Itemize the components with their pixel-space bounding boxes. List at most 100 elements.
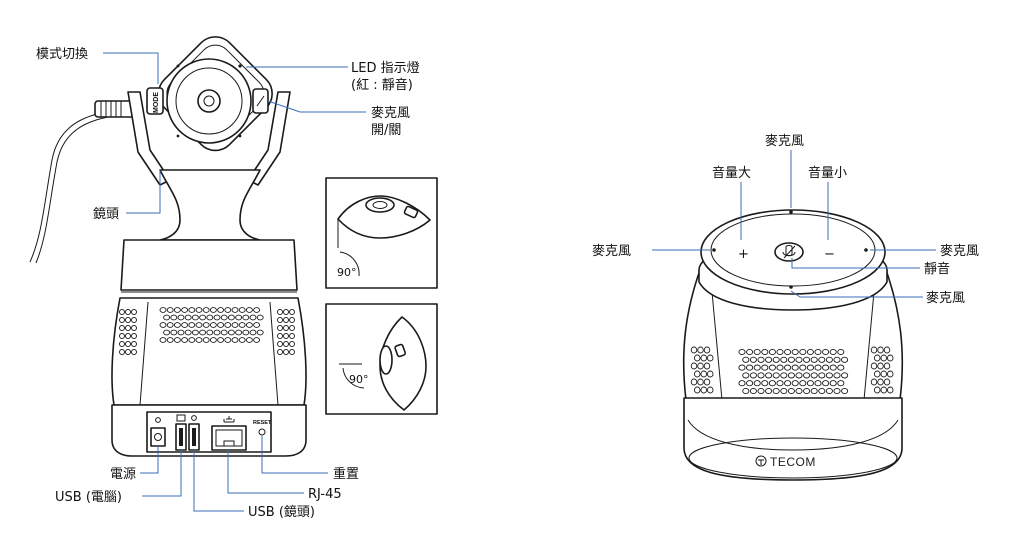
grille-hole xyxy=(119,324,125,332)
grille-hole xyxy=(703,378,711,386)
lens-label: 鏡頭 xyxy=(93,207,119,222)
grille-hole xyxy=(242,314,250,321)
grille-hole xyxy=(753,364,761,371)
grille-hole xyxy=(784,364,792,371)
grille-hole xyxy=(787,372,795,379)
grille-hole xyxy=(765,356,773,363)
grille-hole xyxy=(795,387,803,395)
usb-pc-label: USB (電腦) xyxy=(55,490,122,505)
mode-button[interactable]: MODE xyxy=(146,87,164,115)
grille-hole xyxy=(283,348,289,356)
grille-hole xyxy=(825,387,833,395)
tilt-inset-top: 90° xyxy=(325,177,438,289)
grille-hole xyxy=(837,364,845,371)
grille-hole xyxy=(746,348,754,356)
grille-hole xyxy=(822,348,830,356)
grille-hole xyxy=(803,387,811,395)
grille-hole xyxy=(249,329,257,336)
grille-hole xyxy=(170,314,178,321)
grille-hole xyxy=(277,332,283,340)
grille-hole xyxy=(795,372,803,379)
grille-hole xyxy=(289,324,295,332)
speakerphone-device: + − TECOM xyxy=(682,209,904,481)
grille-hole xyxy=(238,322,246,328)
grille-hole xyxy=(880,354,888,362)
grille-hole xyxy=(841,356,849,363)
grille-hole xyxy=(700,370,708,378)
grille-hole xyxy=(700,354,708,362)
mic-dot-front xyxy=(789,285,793,289)
mic-toggle-button[interactable] xyxy=(252,88,269,114)
grille-hole xyxy=(289,348,295,356)
grille-hole xyxy=(753,380,761,387)
grille-hole xyxy=(772,356,780,363)
power-label: 電源 xyxy=(110,467,136,482)
volume-down-button[interactable]: − xyxy=(824,247,835,262)
network-icon xyxy=(223,416,235,423)
tilt-angle-label-top: 90° xyxy=(337,266,357,279)
grille-hole xyxy=(131,340,137,348)
grille-hole xyxy=(780,372,788,379)
grille-hole xyxy=(159,337,167,343)
grille-hole xyxy=(803,356,811,363)
grille-hole xyxy=(795,356,803,363)
grille-hole xyxy=(772,387,780,395)
grille-hole xyxy=(874,370,881,378)
power-port[interactable] xyxy=(150,417,166,447)
grille-hole xyxy=(883,346,891,354)
grille-hole xyxy=(761,380,769,387)
rj45-port[interactable] xyxy=(211,416,247,451)
grille-hole xyxy=(188,337,196,343)
grille-hole xyxy=(202,337,210,343)
grille-hole xyxy=(283,316,289,324)
camera-neck xyxy=(159,169,261,241)
grille-hole xyxy=(231,322,239,328)
grille-hole xyxy=(757,387,765,395)
grille-hole xyxy=(195,337,203,343)
grille-hole xyxy=(690,378,698,386)
reset-label: 重置 xyxy=(333,466,359,482)
grille-hole xyxy=(227,329,235,336)
grille-hole xyxy=(814,380,822,387)
grille-hole xyxy=(690,362,698,370)
grille-hole xyxy=(887,386,894,394)
grille-hole xyxy=(209,337,217,343)
grille-hole xyxy=(181,322,189,328)
mute-button[interactable] xyxy=(774,242,804,262)
grille-hole xyxy=(874,386,881,394)
grille-hole xyxy=(170,329,178,336)
grille-hole xyxy=(277,348,283,356)
grille-hole xyxy=(791,380,799,387)
grille-hole xyxy=(224,337,232,343)
grille-hole xyxy=(277,324,283,332)
grille-hole xyxy=(768,364,776,371)
grille-hole xyxy=(791,348,799,356)
grille-hole xyxy=(125,348,131,356)
grille-hole xyxy=(181,337,189,343)
grille-hole xyxy=(806,348,814,356)
reset-button[interactable]: RESET xyxy=(253,420,272,436)
camera-base-upper xyxy=(120,239,298,291)
grille-hole xyxy=(806,380,814,387)
grille-hole xyxy=(870,346,878,354)
grille-hole xyxy=(177,314,185,321)
grille-hole xyxy=(768,380,776,387)
grille-hole xyxy=(191,314,199,321)
mode-switch-label: 模式切換 xyxy=(36,47,88,62)
grille-hole xyxy=(289,316,295,324)
grille-hole xyxy=(242,329,250,336)
grille-hole xyxy=(880,370,888,378)
grille-hole xyxy=(256,329,264,336)
mode-button-label: MODE xyxy=(153,92,160,113)
grille-hole xyxy=(880,386,888,394)
grille-hole xyxy=(235,314,243,321)
grille-hole xyxy=(231,337,239,343)
grille-hole xyxy=(870,362,878,370)
volume-up-button[interactable]: + xyxy=(738,247,749,262)
grille-hole xyxy=(184,329,192,336)
grille-hole xyxy=(249,314,257,321)
grille-hole xyxy=(209,322,217,328)
grille-hole xyxy=(887,370,894,378)
usb-cable xyxy=(29,107,136,263)
grille-hole xyxy=(163,314,171,321)
